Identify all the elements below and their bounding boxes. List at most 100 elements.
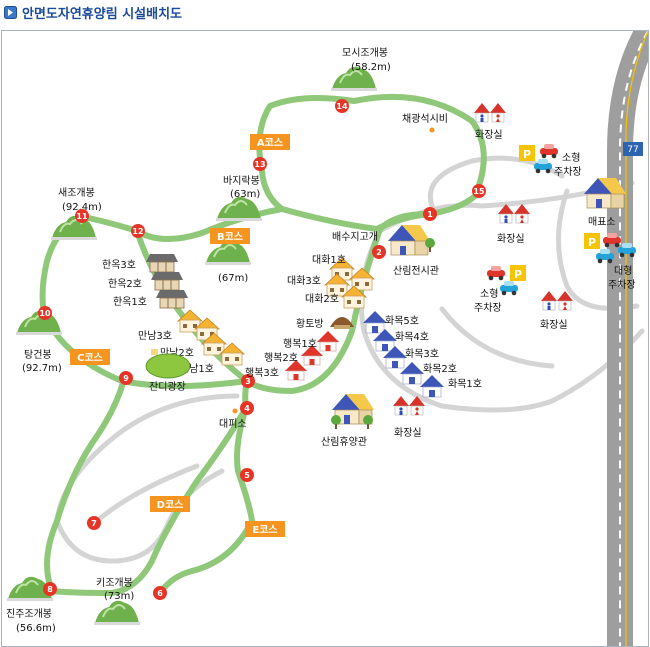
peak-baji-height: (63m) <box>230 189 260 200</box>
parking-letter-1: P <box>523 148 531 161</box>
toilet-south-label: 화장실 <box>394 427 422 439</box>
daehwa1-label: 대화1호 <box>312 254 346 266</box>
peak-67-height: (67m) <box>218 273 248 284</box>
jandi-label: 잔디광장 <box>149 381 186 393</box>
checkpoint-10: 10 <box>38 306 52 320</box>
svg-text:7: 7 <box>91 519 97 528</box>
haengbok3-label: 행복3호 <box>245 367 279 379</box>
chaegwang-monument: 채광석시비 <box>402 113 448 133</box>
peak-saejo: 새조개봉 (92.4m) <box>50 187 102 241</box>
hanok3-label: 한옥3호 <box>102 259 136 271</box>
peak-tanggeon-name: 탕건봉 <box>24 349 52 361</box>
peak-saejo-height: (92.4m) <box>62 202 102 213</box>
hanok1-label: 한옥1호 <box>113 296 147 308</box>
hwamok1-label: 화목1호 <box>448 378 482 390</box>
title-bar: 안면도자연휴양림 시설배치도 <box>0 0 650 24</box>
checkpoint-11: 11 <box>75 209 89 223</box>
svg-text:15: 15 <box>473 187 485 196</box>
parking-letter-3: P <box>514 268 522 281</box>
haengbok-group: 행복1호 행복2호 행복3호 <box>245 330 340 381</box>
hwamok2-label: 화목2호 <box>423 363 457 375</box>
toilet-south: 화장실 <box>392 395 426 439</box>
peak-jinju-name: 진주조개봉 <box>6 608 52 620</box>
checkpoint-8: 8 <box>43 582 57 596</box>
peak-jinju-height: (56.6m) <box>16 623 56 634</box>
exhibit-label: 산림전시관 <box>393 265 439 277</box>
parking-letter-2: P <box>588 236 596 249</box>
highway-sign <box>623 142 643 156</box>
checkpoint-3: 3 <box>241 374 255 388</box>
toilet-mid-label: 화장실 <box>497 233 525 245</box>
svg-text:14: 14 <box>336 102 348 111</box>
small-parking-north: P 소형 주차장 <box>519 144 582 178</box>
daehwa2-label: 대화2호 <box>305 293 339 305</box>
hanok-group: 한옥3호 한옥2호 한옥1호 <box>102 253 189 309</box>
course-b-badge: B코스 <box>210 228 250 244</box>
large-parking-l2: 주차장 <box>608 279 636 291</box>
peak-saejo-name: 새조개봉 <box>58 187 95 199</box>
course-a-label: A코스 <box>257 137 283 149</box>
peak-kijo-name: 키조개봉 <box>96 577 133 589</box>
checkpoint-9: 9 <box>119 371 133 385</box>
road-network <box>54 155 645 564</box>
checkpoint-7: 7 <box>87 516 101 530</box>
peak-kijo-height: (73m) <box>104 591 134 602</box>
mannam3-label: 만남3호 <box>138 330 172 342</box>
hanok2-label: 한옥2호 <box>108 278 142 290</box>
svg-text:13: 13 <box>254 160 265 169</box>
svg-text:12: 12 <box>132 227 143 236</box>
svg-text:2: 2 <box>376 248 382 257</box>
peak-tanggeon-height: (92.7m) <box>22 363 62 374</box>
ticket-office: 매표소 <box>583 177 627 228</box>
map-frame: 77 모시조개봉 (58.2m) 바지락봉 (63m) 새조개봉 (92.4m)… <box>1 30 649 647</box>
checkpoint-1: 1 <box>423 207 437 221</box>
large-parking-l1: 대형 <box>614 265 632 277</box>
checkpoint-6: 6 <box>153 586 167 600</box>
course-b-label: B코스 <box>217 231 243 243</box>
ticket-office-label: 매표소 <box>588 216 616 228</box>
hwamok4-label: 화목4호 <box>395 331 429 343</box>
peak-67: (67m) <box>204 239 252 284</box>
svg-text:11: 11 <box>76 212 88 221</box>
svg-text:5: 5 <box>244 471 250 480</box>
toilet-north-label: 화장실 <box>475 129 503 141</box>
hwangto-label: 황토방 <box>296 318 324 330</box>
toilet-mid: 화장실 <box>497 203 531 245</box>
baesuji-pass: 배수지고개 <box>332 231 378 243</box>
peak-mosijo-height: (58.2m) <box>351 62 391 73</box>
jandi-plaza: 잔디광장 <box>145 349 191 393</box>
highway-77: 77 <box>607 31 648 646</box>
svg-text:1: 1 <box>427 210 433 219</box>
hwamok3-label: 화목3호 <box>405 348 439 360</box>
peak-mosijo: 모시조개봉 (58.2m) <box>330 47 391 92</box>
svg-text:10: 10 <box>39 309 51 318</box>
checkpoint-5: 5 <box>240 468 254 482</box>
toilet-east: 화장실 <box>540 290 574 331</box>
checkpoint-12: 12 <box>131 224 145 238</box>
checkpoint-4: 4 <box>240 401 254 415</box>
course-e-badge: E코스 <box>245 521 285 537</box>
course-e-label: E코스 <box>252 524 277 536</box>
course-a-badge: A코스 <box>250 134 290 150</box>
svg-text:8: 8 <box>47 585 53 594</box>
large-parking: P 대형 주차장 <box>584 233 636 291</box>
small-parking-mid-l1: 소형 <box>480 288 498 300</box>
checkpoint-2: 2 <box>372 245 386 259</box>
page-title: 안면도자연휴양림 시설배치도 <box>22 6 183 22</box>
course-c-label: C코스 <box>77 352 103 364</box>
shelter: 대피소 <box>219 408 247 430</box>
checkpoint-14: 14 <box>335 99 349 113</box>
hwangto-room: 황토방 <box>296 317 354 330</box>
svg-text:4: 4 <box>244 404 250 413</box>
peak-kijo: 키조개봉 (73m) <box>93 577 141 626</box>
haengbok2-label: 행복2호 <box>264 352 298 364</box>
daehwa3-label: 대화3호 <box>287 275 321 287</box>
toilet-north: 화장실 <box>473 102 507 141</box>
hwamok-group: 화목5호 화목4호 화목3호 화목2호 화목1호 <box>362 310 482 398</box>
course-d-badge: D코스 <box>150 496 190 512</box>
peak-baji-name: 바지락봉 <box>223 175 260 187</box>
forest-exhibit-hall: 산림전시관 <box>387 224 439 277</box>
course-d-label: D코스 <box>157 499 184 511</box>
hwamok5-label: 화목5호 <box>385 315 419 327</box>
course-c-badge: C코스 <box>70 349 110 365</box>
